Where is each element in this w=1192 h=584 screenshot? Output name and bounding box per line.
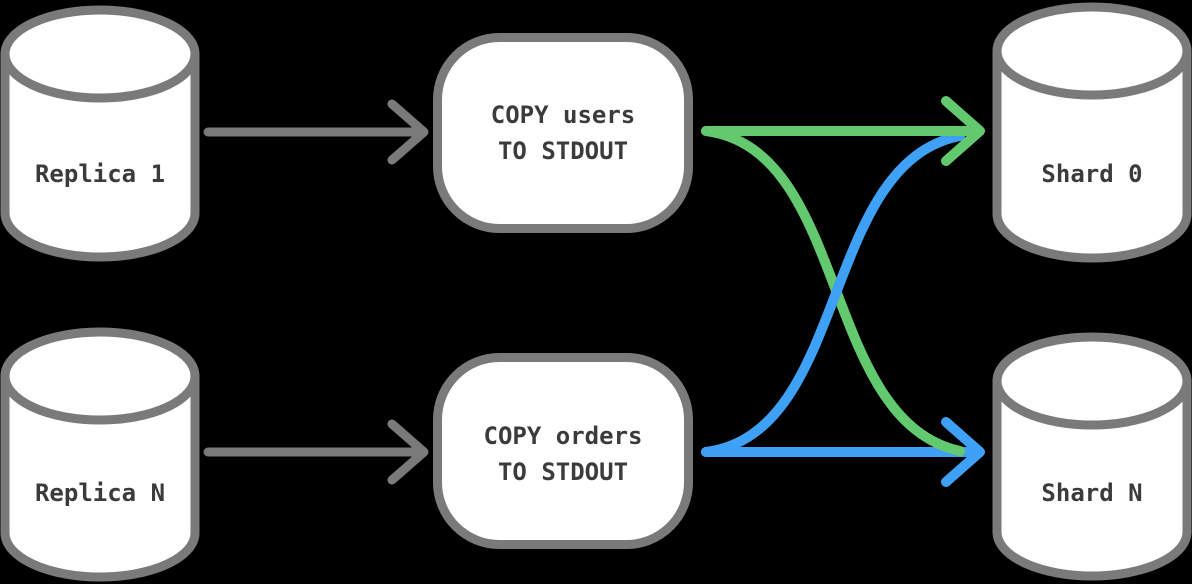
- cylinder-top: [992, 332, 1192, 430]
- node-shard-n: [992, 332, 1192, 581]
- shard-n-label: Shard N: [1041, 479, 1143, 507]
- cylinder-body: [992, 381, 1192, 581]
- copy-orders-label: COPY orders TO STDOUT: [484, 418, 643, 490]
- edge-replica1-to-copyusers-arrow: [203, 99, 429, 165]
- green-arrowhead-shard0: [941, 96, 985, 166]
- node-copy-users-box: [433, 33, 693, 233]
- blue-arrowhead-shardn: [941, 417, 985, 487]
- replica-1-label: Replica 1: [34, 160, 166, 188]
- copy-users-label: COPY users TO STDOUT: [491, 97, 636, 169]
- edge-copyorders-to-shard0-curve: [701, 131, 965, 457]
- cylinder-body: [992, 51, 1192, 263]
- node-replica-n: [0, 327, 200, 582]
- copy-users-label-line2: TO STDOUT: [497, 137, 629, 165]
- cylinder-top: [0, 5, 200, 103]
- replica-n-label: Replica N: [34, 479, 166, 507]
- node-replica-1: [0, 5, 200, 262]
- cylinder-body: [0, 54, 200, 262]
- copy-orders-label-line1: COPY orders: [483, 422, 643, 450]
- copy-users-label-line1: COPY users: [490, 101, 636, 129]
- shard-0-label: Shard 0: [1041, 160, 1143, 188]
- edge-replican-to-copyorders-arrow: [203, 419, 429, 485]
- cylinder-top: [0, 327, 200, 425]
- cylinder-top: [992, 2, 1192, 100]
- copy-orders-label-line2: TO STDOUT: [497, 458, 629, 486]
- cylinder-body: [0, 376, 200, 582]
- node-shard-0: [992, 2, 1192, 263]
- node-copy-orders-box: [433, 353, 693, 549]
